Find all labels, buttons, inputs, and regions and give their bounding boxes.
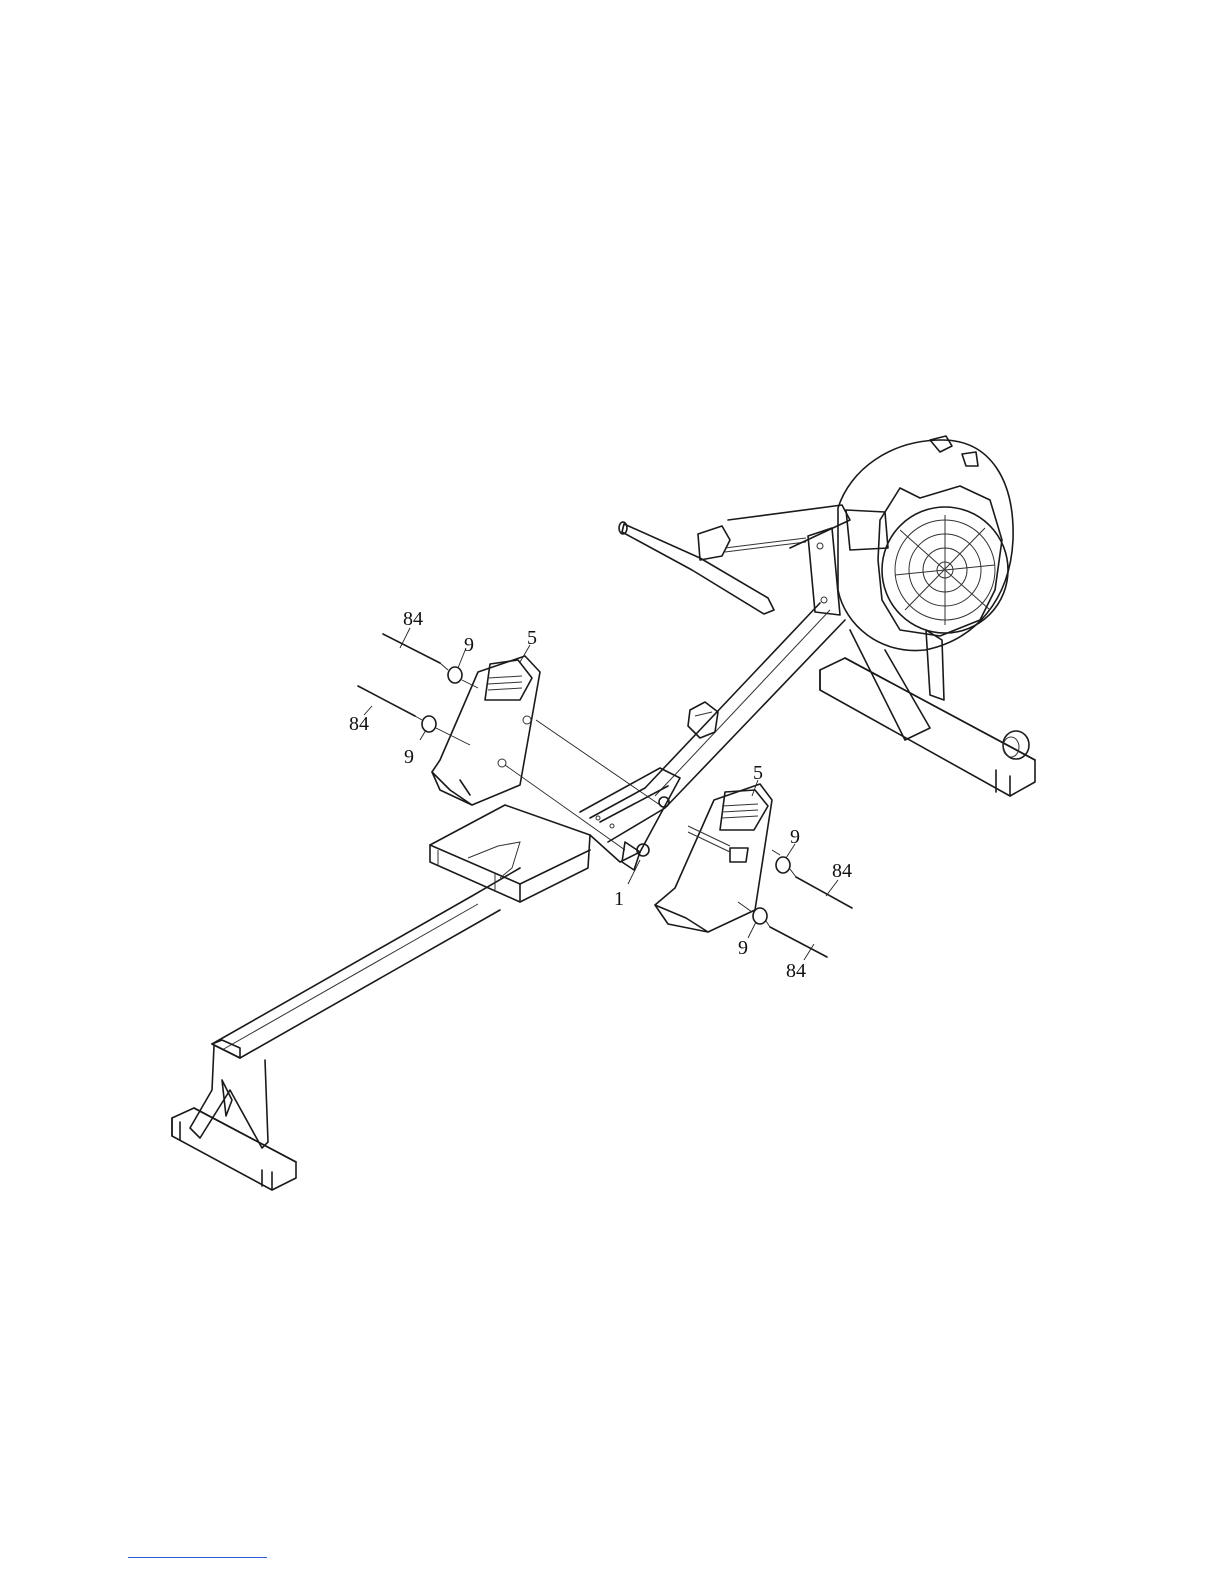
frame-bracket [580,768,680,870]
callout-5-left: 5 [527,627,537,649]
washer [448,667,462,683]
footplate-left [432,656,660,850]
callout-9-upper-right: 9 [790,826,800,848]
callout-9-lower-right: 9 [738,937,748,959]
bolt [770,927,827,957]
seat [430,805,590,902]
handle [619,505,850,614]
bolt-group [358,634,852,957]
callout-84-upper-right: 84 [832,860,852,882]
washer [776,857,790,873]
callout-1: 1 [614,888,624,910]
callout-84-upper-left: 84 [403,608,423,630]
washer [753,908,767,924]
footer-rule [128,1557,267,1558]
washer [422,716,436,732]
rear-stand [172,1040,296,1190]
callout-84-lower-right: 84 [786,960,806,982]
callout-84-lower-left: 84 [349,713,369,735]
monitor-mount [688,702,718,738]
footplate-right [655,784,780,932]
callout-9-upper-left: 9 [464,634,474,656]
callout-5-right: 5 [753,762,763,784]
bolt [383,634,440,663]
callout-9-lower-left: 9 [404,746,414,768]
washer-group [422,667,790,924]
